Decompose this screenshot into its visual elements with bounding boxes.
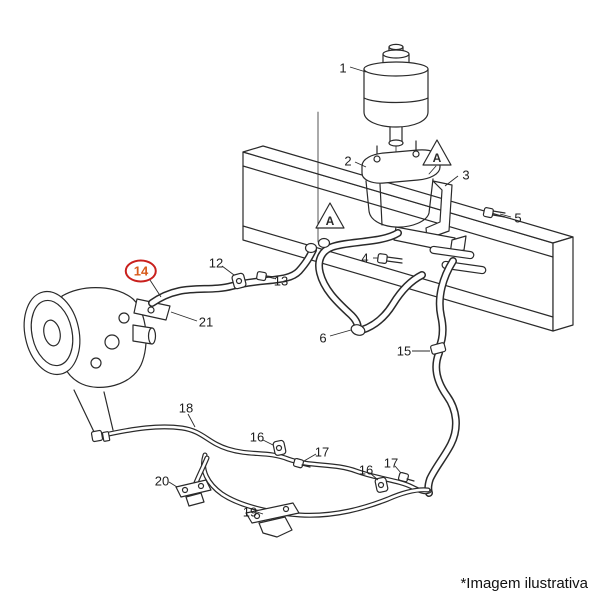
bolt-13 (256, 271, 275, 282)
callout-20: 20 (154, 473, 170, 489)
callout-6: 6 (319, 330, 327, 346)
pipe-end-bolt (90, 429, 111, 443)
callout-13: 13 (273, 273, 289, 289)
pump-assembly (361, 140, 467, 255)
bracket-19 (245, 502, 300, 538)
clamp-16b (374, 476, 389, 493)
hose-15 (424, 257, 460, 497)
callout-4: 4 (361, 250, 369, 266)
callout-15: 15 (396, 343, 412, 359)
reservoir (363, 43, 429, 156)
callout-14-highlighted: 14 (124, 259, 158, 283)
callout-19: 19 (242, 504, 258, 520)
leader-lines (149, 66, 512, 515)
marker-a2-label: A (326, 214, 335, 228)
hose-6 (315, 229, 426, 334)
bulkhead-fittings (304, 237, 331, 254)
fitting-6 (350, 324, 366, 336)
bolt-17a (292, 457, 311, 469)
fitting-15 (430, 342, 447, 355)
bolt-5 (482, 207, 506, 219)
bracket-20 (175, 479, 212, 507)
pipe-lower-run (191, 452, 431, 518)
fitting-21 (133, 298, 171, 321)
pipe-18 (97, 424, 432, 495)
callout-16b: 16 (358, 462, 374, 478)
clamp-12 (231, 272, 247, 290)
bolt-17b (397, 471, 415, 483)
callout-1: 1 (339, 60, 347, 76)
compressor (23, 287, 157, 435)
callout-5: 5 (514, 210, 522, 226)
callout-21: 21 (198, 314, 214, 330)
illustrative-image-footnote: *Imagem ilustrativa (460, 575, 588, 592)
callout-18: 18 (178, 400, 194, 416)
callout-16a: 16 (249, 429, 265, 445)
callout-12: 12 (208, 255, 224, 271)
callout-17b: 17 (383, 455, 399, 471)
callout-17a: 17 (314, 444, 330, 460)
marker-a1-label: A (433, 151, 442, 165)
frame-beam (242, 145, 574, 332)
callout-3: 3 (462, 167, 470, 183)
marker-triangle-1: A (422, 139, 452, 175)
marker-triangle-2: A (315, 202, 345, 229)
clamp-16a (272, 439, 287, 456)
callout-2: 2 (344, 153, 352, 169)
